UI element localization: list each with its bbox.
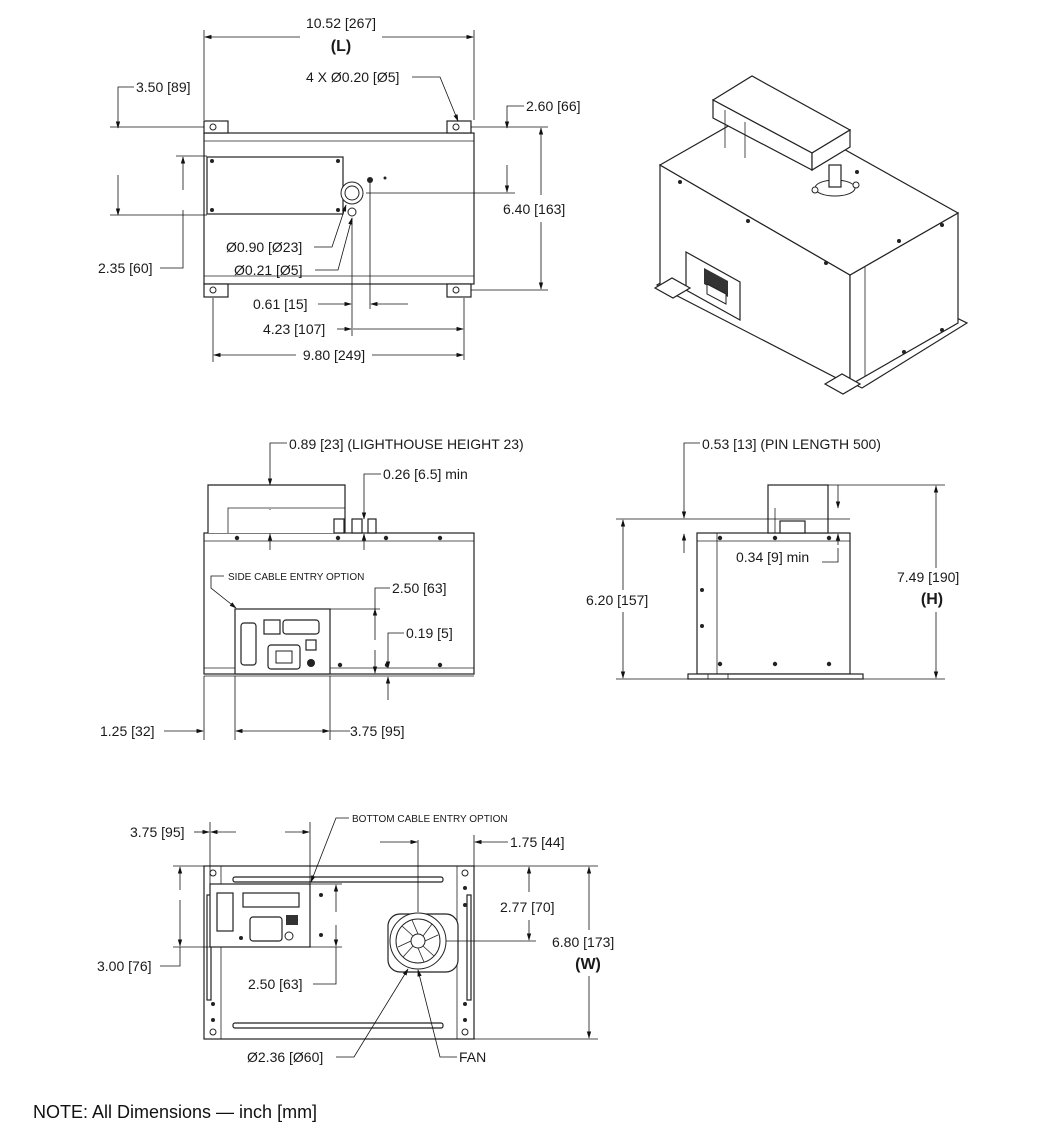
body-height-dimension: 6.20 [157] [586, 592, 648, 608]
height-tag: (H) [921, 591, 943, 608]
length-tag: (L) [331, 38, 351, 55]
serial-port-icon [282, 619, 320, 635]
dimensions-note: NOTE: All Dimensions — inch [mm] [33, 1102, 317, 1122]
lighthouse-cover [206, 156, 344, 215]
side-view-body [696, 532, 851, 675]
bottom-view: BOTTOM CABLE ENTRY OPTION 3.75 [95] 1.75… [97, 814, 614, 1065]
db-connector-icon [240, 622, 257, 666]
side-cable-option-label: SIDE CABLE ENTRY OPTION [228, 572, 364, 583]
front-panel-offset-dimension: 0.19 [5] [406, 625, 453, 641]
port-x-dimension: 4.23 [107] [263, 321, 325, 337]
bottom-panel-inner-dimension: 2.50 [63] [248, 976, 303, 992]
pin-icon [347, 207, 357, 217]
pin-diameter-dimension: Ø0.21 [Ø5] [234, 262, 302, 278]
width-tag: (W) [575, 956, 601, 973]
bottom-panel-height-dimension: 3.00 [76] [97, 958, 152, 974]
lighthouse-dimension: 0.89 [23] (LIGHTHOUSE HEIGHT 23) [289, 436, 524, 452]
height-dimension: 7.49 [190] [897, 569, 959, 585]
front-view: 0.89 [23] (LIGHTHOUSE HEIGHT 23) 0.26 [6… [100, 436, 524, 740]
front-panel-height-dimension: 2.50 [63] [392, 580, 447, 596]
bottom-db-connector-icon [216, 892, 234, 932]
bottom-cable-option-label: BOTTOM CABLE ENTRY OPTION [352, 814, 508, 825]
bottom-power-inlet-icon [249, 916, 283, 942]
side-min-dimension: 0.34 [9] min [736, 549, 809, 565]
holes-dimension: 4 X Ø0.20 [Ø5] [306, 69, 399, 85]
mount-hole-icon [209, 286, 217, 294]
port-diameter-dimension: Ø0.90 [Ø23] [226, 239, 302, 255]
right-offset-dimension: 2.60 [66] [526, 98, 581, 114]
bottom-port-icon [242, 892, 300, 908]
fan-diameter-dimension: Ø2.36 [Ø60] [247, 1049, 323, 1065]
bottom-panel-width-dimension: 3.75 [95] [130, 824, 185, 840]
fan-offset-dimension: 1.75 [44] [510, 834, 565, 850]
hole-span-dimension: 9.80 [249] [303, 347, 365, 363]
mount-hole-icon [452, 123, 460, 131]
depth-dimension: 6.40 [163] [503, 201, 565, 217]
top-view: 10.52 [267] (L) 4 X Ø0.20 [Ø5] 3.50 [89]… [98, 15, 581, 363]
fan-label: FAN [459, 1049, 486, 1065]
ethernet-port-icon [263, 619, 281, 635]
inset-dimension: 2.35 [60] [98, 260, 153, 276]
left-offset-dimension: 3.50 [89] [136, 79, 191, 95]
mount-hole-icon [452, 286, 460, 294]
power-inlet-icon [267, 644, 301, 670]
front-left-edge-dimension: 1.25 [32] [100, 723, 155, 739]
small-offset-dimension: 0.61 [15] [253, 296, 308, 312]
mount-hole-icon [209, 123, 217, 131]
pin-length-dimension: 0.53 [13] (PIN LENGTH 500) [702, 436, 881, 452]
side-view-flange [687, 673, 864, 680]
isometric-view [653, 75, 969, 395]
front-panel-width-dimension: 3.75 [95] [350, 723, 405, 739]
front-min-dimension: 0.26 [6.5] min [383, 466, 468, 482]
width-dimension: 6.80 [173] [552, 934, 614, 950]
length-dimension: 10.52 [267] [306, 15, 376, 31]
side-view: 0.53 [13] (PIN LENGTH 500) 0.34 [9] min … [586, 436, 959, 680]
fan-y-dimension: 2.77 [70] [500, 899, 555, 915]
